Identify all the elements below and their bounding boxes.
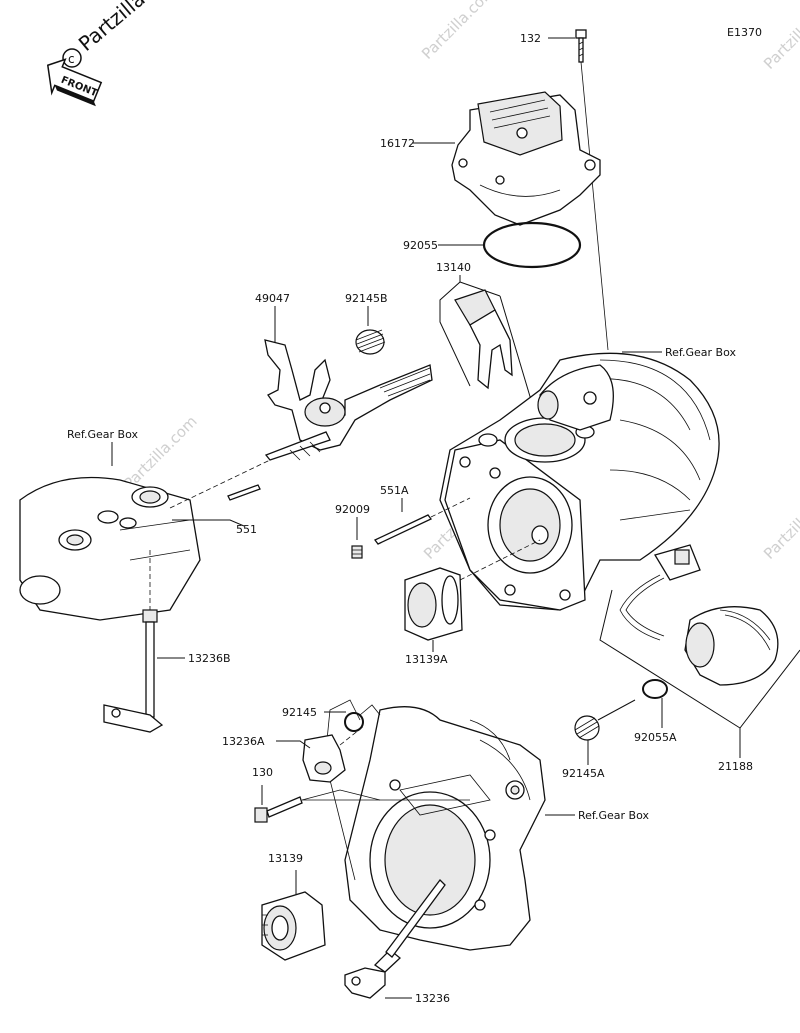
part-13139-sleeve bbox=[261, 891, 326, 961]
callout-551A: 551A bbox=[380, 484, 409, 497]
watermark-2: Partzilla.com bbox=[120, 412, 201, 493]
part-21188-sensor bbox=[619, 544, 779, 686]
callout-13236A: 13236A bbox=[222, 735, 265, 748]
callout-13236: 13236 bbox=[415, 992, 450, 1005]
ref-gear-box-left: Ref.Gear Box bbox=[67, 428, 138, 441]
callout-132: 132 bbox=[520, 32, 541, 45]
partzilla-logo-text: Partzilla.com bbox=[74, 0, 187, 56]
callout-49047: 49047 bbox=[255, 292, 290, 305]
callout-92055: 92055 bbox=[403, 239, 438, 252]
callout-92009: 92009 bbox=[335, 503, 370, 516]
part-92009-screw bbox=[351, 545, 363, 559]
part-16172-cover bbox=[451, 91, 601, 226]
ref-gear-box-top: Ref.Gear Box bbox=[665, 346, 736, 359]
part-13140-fork bbox=[454, 289, 513, 390]
part-132-bolt bbox=[575, 29, 587, 63]
watermark-4: Partzilla.com bbox=[760, 0, 800, 73]
part-49047-shift-fork bbox=[264, 339, 433, 461]
partzilla-logo: c Partzilla.com bbox=[62, 0, 187, 68]
callout-130: 130 bbox=[252, 766, 273, 779]
part-92055-o-ring bbox=[482, 221, 582, 269]
callout-92145: 92145 bbox=[282, 706, 317, 719]
copyright-circle-icon bbox=[62, 48, 82, 68]
diagram-code: E1370 bbox=[727, 26, 762, 39]
copyright-symbol: c bbox=[68, 52, 75, 66]
callout-92145B: 92145B bbox=[345, 292, 388, 305]
callout-13140: 13140 bbox=[436, 261, 471, 274]
watermark-1: Partzilla.com bbox=[418, 0, 499, 63]
ref-gear-box-bottom: Ref.Gear Box bbox=[578, 809, 649, 822]
part-13236A-lever bbox=[302, 734, 346, 783]
part-551-pin bbox=[227, 484, 261, 501]
bottom-gear-box-housing bbox=[324, 699, 546, 951]
part-92055A-o-ring bbox=[642, 679, 668, 699]
callout-92145A: 92145A bbox=[562, 767, 605, 780]
part-92145B-spring bbox=[355, 329, 386, 355]
callout-92055A: 92055A bbox=[634, 731, 677, 744]
part-92145-torsion-spring bbox=[344, 704, 381, 732]
callout-13236B: 13236B bbox=[188, 652, 231, 665]
watermark-5: Partzilla.com bbox=[760, 482, 800, 563]
left-gear-box-housing bbox=[19, 476, 201, 621]
part-551A-pin bbox=[374, 514, 432, 545]
callout-13139A: 13139A bbox=[405, 653, 448, 666]
part-92145A-spring bbox=[574, 715, 600, 741]
callout-13139: 13139 bbox=[268, 852, 303, 865]
part-130-bolt bbox=[254, 796, 303, 823]
part-13236B-shaft bbox=[103, 609, 164, 733]
callout-21188: 21188 bbox=[718, 760, 753, 773]
main-housing bbox=[439, 352, 720, 611]
callout-16172: 16172 bbox=[380, 137, 415, 150]
callout-551: 551 bbox=[236, 523, 257, 536]
part-13139A-sleeve bbox=[404, 567, 463, 641]
part-13236-shaft bbox=[344, 879, 446, 999]
